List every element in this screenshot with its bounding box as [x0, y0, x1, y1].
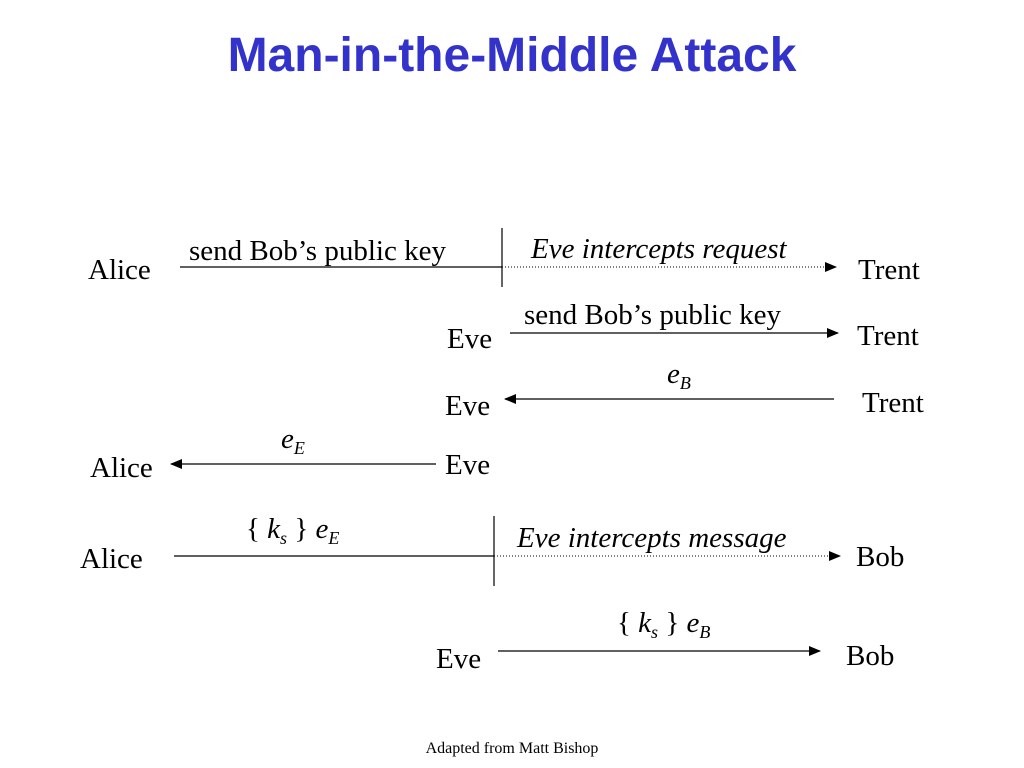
message-label-row5: { ks } eE	[246, 513, 340, 548]
party-alice-row5: Alice	[80, 543, 143, 575]
message-label-row1: send Bob’s public key	[189, 235, 446, 267]
message-label-row6: { ks } eB	[617, 607, 711, 642]
message-label-row3: eB	[667, 358, 691, 393]
slide-title: Man-in-the-Middle Attack	[227, 29, 797, 82]
party-trent-row1: Trent	[858, 254, 920, 286]
intercept-label-row1: Eve intercepts request	[531, 233, 787, 265]
party-trent-row2: Trent	[857, 320, 919, 352]
party-trent-row3: Trent	[862, 387, 924, 419]
attribution-footer: Adapted from Matt Bishop	[425, 740, 599, 757]
party-eve-row2: Eve	[447, 323, 493, 355]
party-alice-row1: Alice	[88, 254, 151, 286]
party-eve-row4: Eve	[445, 449, 491, 481]
party-bob-row5: Bob	[856, 541, 905, 573]
party-bob-row6: Bob	[846, 640, 895, 672]
message-label-row2: send Bob’s public key	[524, 299, 781, 331]
party-eve-row3: Eve	[445, 390, 491, 422]
intercept-label-row5: Eve intercepts message	[517, 522, 787, 554]
message-label-row4: eE	[281, 423, 305, 458]
party-eve-row6: Eve	[436, 643, 482, 675]
party-alice-row4: Alice	[90, 452, 153, 484]
